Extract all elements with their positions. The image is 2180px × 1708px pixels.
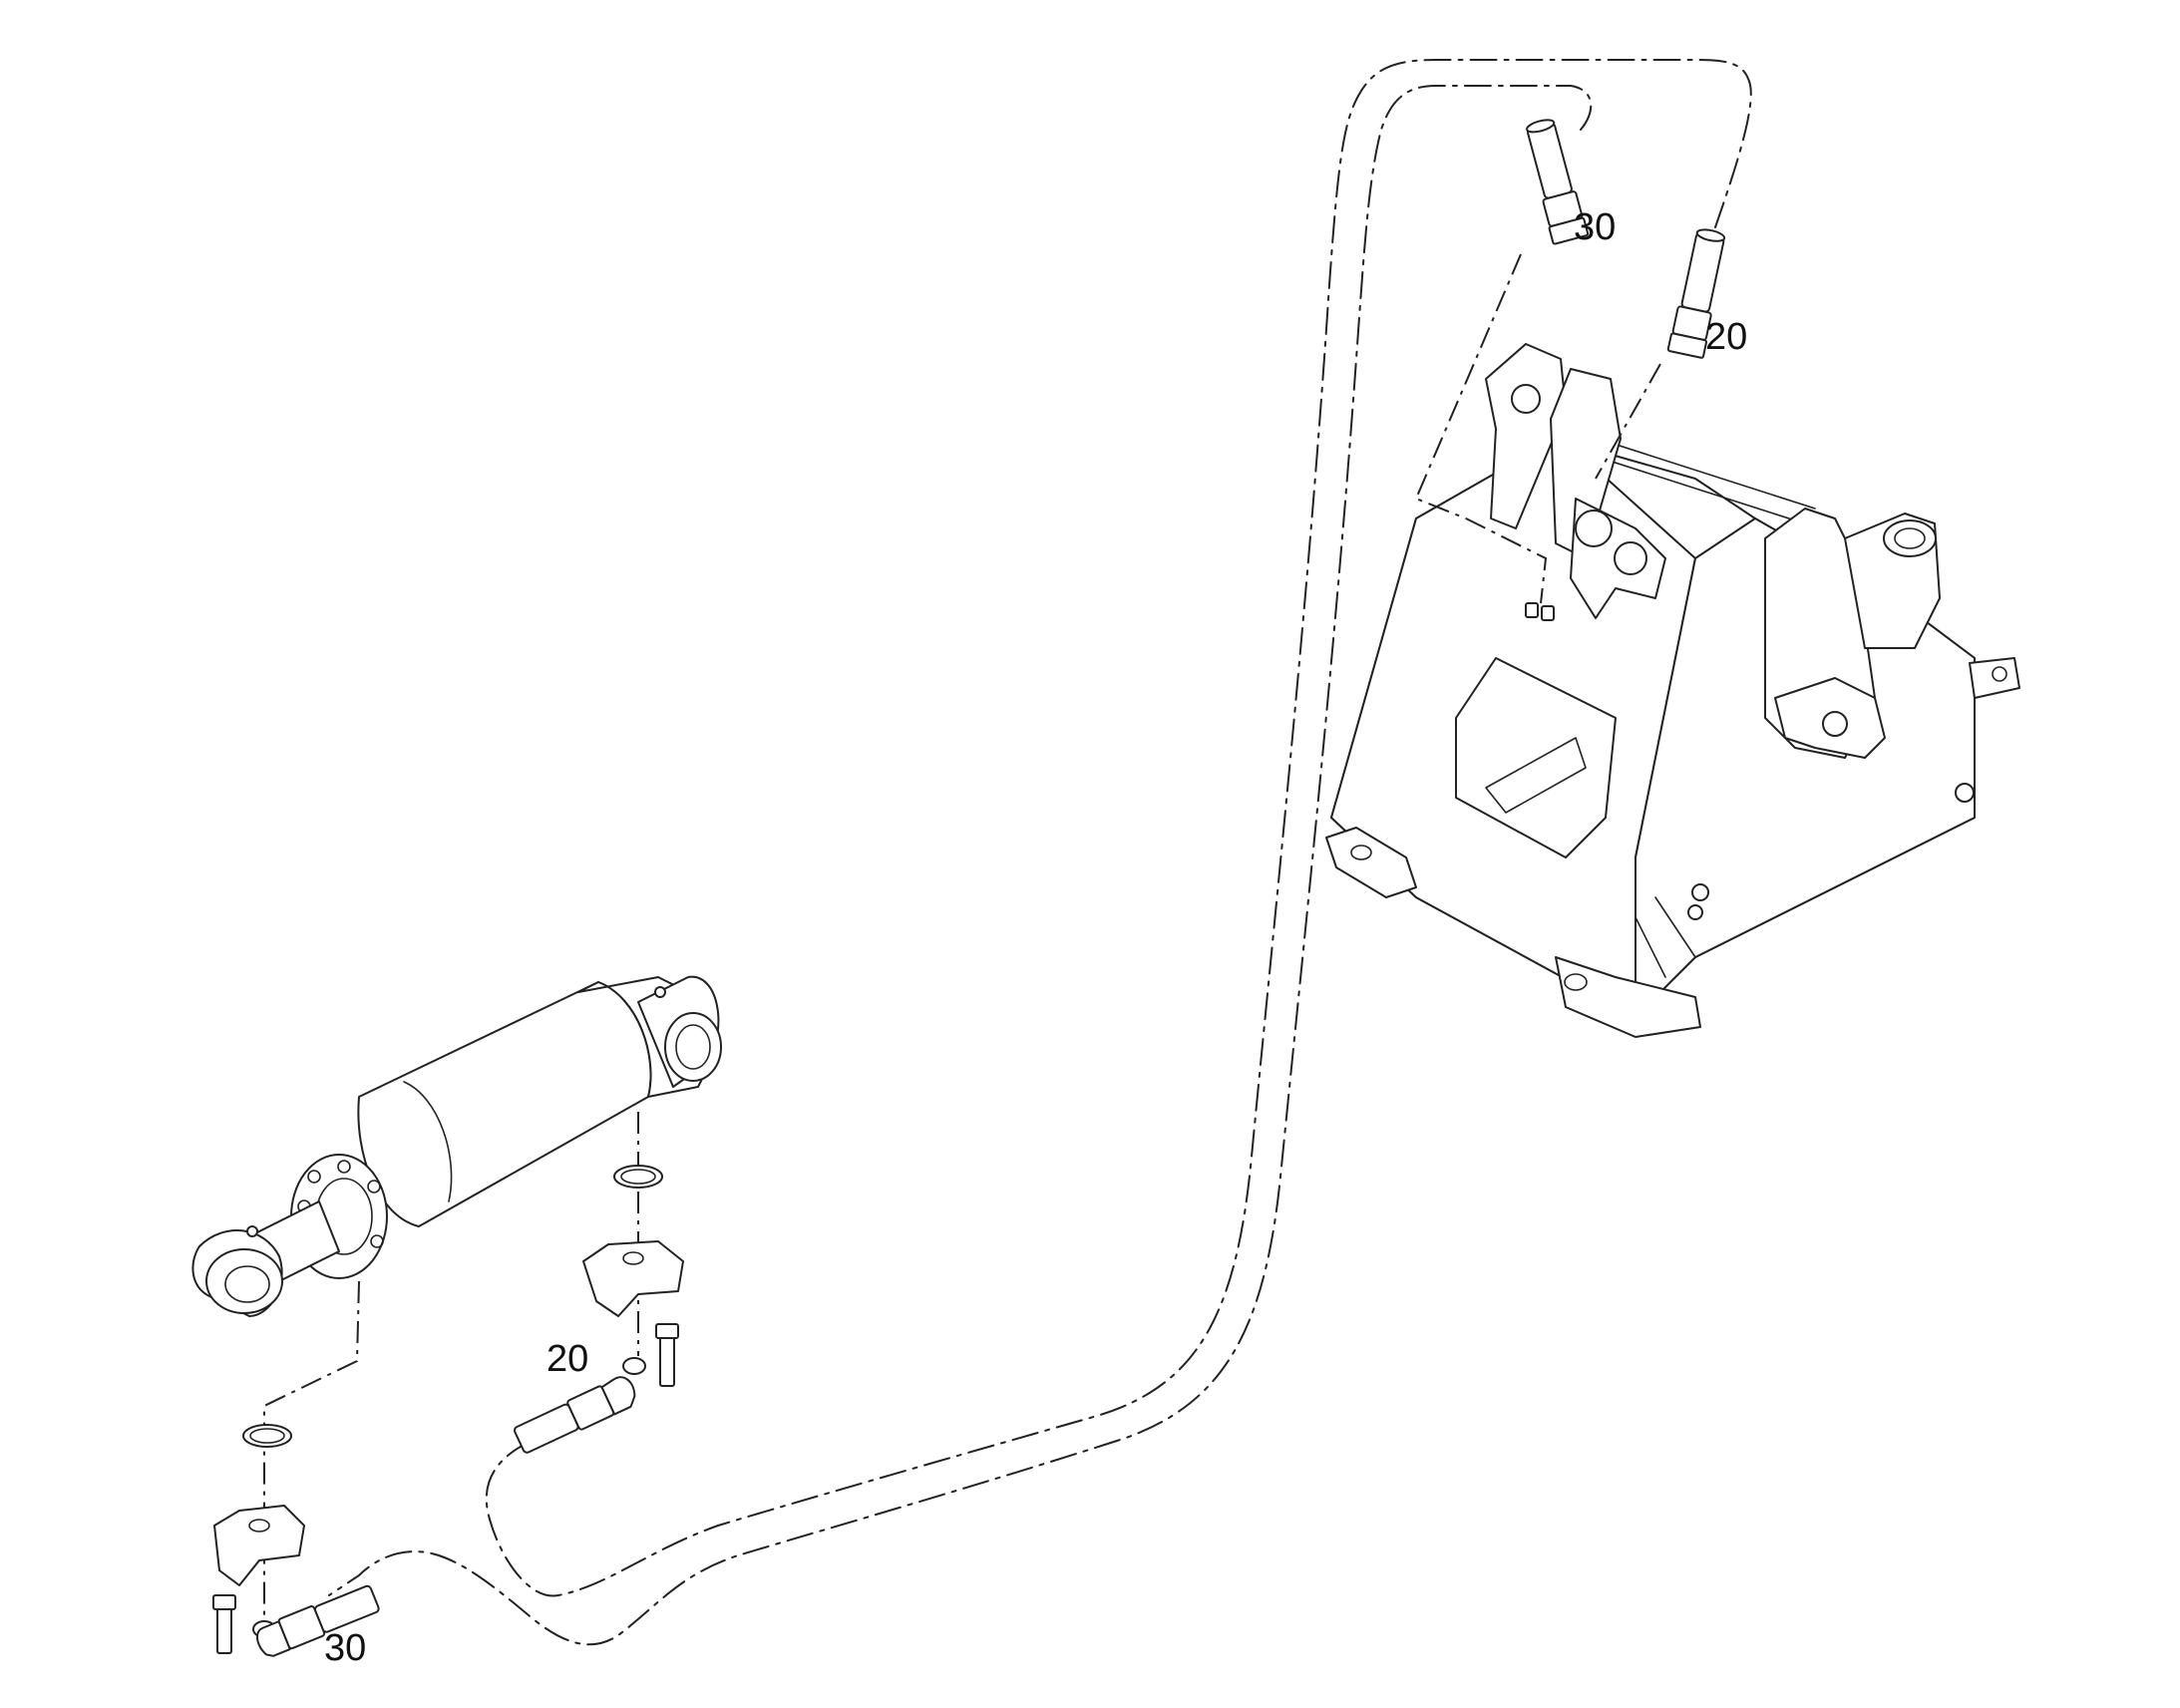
hose-20-top-nut xyxy=(1666,332,1708,359)
hose-30-top-tube xyxy=(1527,122,1573,199)
frame-boss xyxy=(1883,519,1937,557)
cylinder-flange-bolt-6 xyxy=(370,1234,384,1248)
hose-30-top-assembly xyxy=(1526,119,1590,245)
hose-20-top-assembly xyxy=(1666,228,1726,359)
frame-foot-left-hole xyxy=(1350,845,1372,860)
lower-right-fitting-kit xyxy=(582,1165,684,1387)
frame-port-fitting-2 xyxy=(1541,605,1555,621)
frame-inner-plate xyxy=(1550,368,1622,559)
frame-window-floor xyxy=(1485,737,1587,814)
leader-top-30 xyxy=(1414,253,1548,604)
callout-hose-30-top: 30 xyxy=(1574,206,1616,248)
cylinder-rod-grease-nipple xyxy=(246,1225,258,1237)
hose-20-bottom-elbow xyxy=(600,1376,636,1416)
hose-route-outer xyxy=(485,59,1752,1597)
loader-frame xyxy=(1325,343,2020,1038)
hose-routes xyxy=(328,59,1752,1646)
clamp-bolt-left-1 xyxy=(216,1604,232,1654)
cylinder-barrel-band xyxy=(403,1081,453,1202)
cylinder-rod-eye-bore xyxy=(224,1265,270,1303)
hose-20-bottom-tube xyxy=(514,1403,579,1454)
cylinder-rear-eye-bore xyxy=(675,1024,711,1070)
hose-20-top-end xyxy=(1695,228,1726,242)
frame-left-plate-hole xyxy=(1511,384,1541,414)
cylinder-rod-eye xyxy=(205,1248,283,1314)
leader-cylinder-rod-port xyxy=(263,1280,360,1635)
cylinder-barrel xyxy=(357,981,652,1227)
frame-foot-front xyxy=(1555,956,1701,1038)
flange-clamp-left-bore xyxy=(248,1519,270,1533)
callout-hose-30-bottom: 30 xyxy=(324,1627,366,1669)
hose-20-top-tube xyxy=(1680,231,1725,313)
frame-right-tab-hole xyxy=(1992,666,2007,682)
hose-route-inner xyxy=(328,85,1593,1646)
frame-right-nipple xyxy=(1955,783,1975,803)
hose-30-bottom-tube xyxy=(313,1584,380,1633)
frame-left-plate xyxy=(1485,343,1567,529)
frame-lever-eye xyxy=(1614,541,1647,575)
frame-foot-front-hole xyxy=(1564,973,1588,991)
hose-30-top-nut xyxy=(1548,216,1590,245)
hose-20-bottom-swivel xyxy=(622,1357,646,1375)
o-ring-right-inner xyxy=(620,1169,656,1185)
cylinder-grease-nipple xyxy=(654,986,666,998)
callout-hose-20-top: 20 xyxy=(1705,316,1747,358)
hose-30-top-end xyxy=(1526,119,1556,134)
flange-clamp-right-bore xyxy=(622,1251,644,1265)
hose-30-bottom-assembly xyxy=(256,1584,380,1657)
frame-foot-left xyxy=(1325,827,1417,898)
hydraulic-cylinder xyxy=(191,975,722,1317)
cylinder-rear-eye xyxy=(664,1012,722,1082)
frame-window xyxy=(1455,657,1617,858)
frame-boss-bore xyxy=(1894,527,1926,549)
hose-30-bottom-elbow xyxy=(256,1620,291,1657)
cylinder-flange-bolt-1 xyxy=(307,1170,321,1184)
frame-right-linkage-pin xyxy=(1822,711,1848,737)
frame-gusset xyxy=(1635,896,1696,978)
o-ring-left-inner xyxy=(249,1428,285,1444)
callout-hose-20-bottom: 20 xyxy=(546,1338,588,1380)
leader-top-20 xyxy=(1595,363,1661,480)
clamp-bolt-right-1-head xyxy=(655,1323,679,1339)
cylinder-flange-bolt-5 xyxy=(367,1180,381,1194)
flange-clamp-left xyxy=(213,1505,305,1586)
clamp-bolt-right-1 xyxy=(659,1335,675,1387)
frame-lever-pin xyxy=(1575,510,1613,547)
frame-grease-fitting-2 xyxy=(1687,904,1703,920)
lower-left-fitting-kit xyxy=(212,1424,305,1654)
hose-20-bottom-assembly xyxy=(514,1376,636,1454)
cylinder-flange-bolt-4 xyxy=(337,1160,351,1174)
clamp-bolt-left-1-head xyxy=(212,1594,236,1610)
frame-grease-fitting-1 xyxy=(1691,883,1709,901)
flange-clamp-right xyxy=(582,1240,684,1317)
frame-port-fitting-1 xyxy=(1525,602,1539,618)
